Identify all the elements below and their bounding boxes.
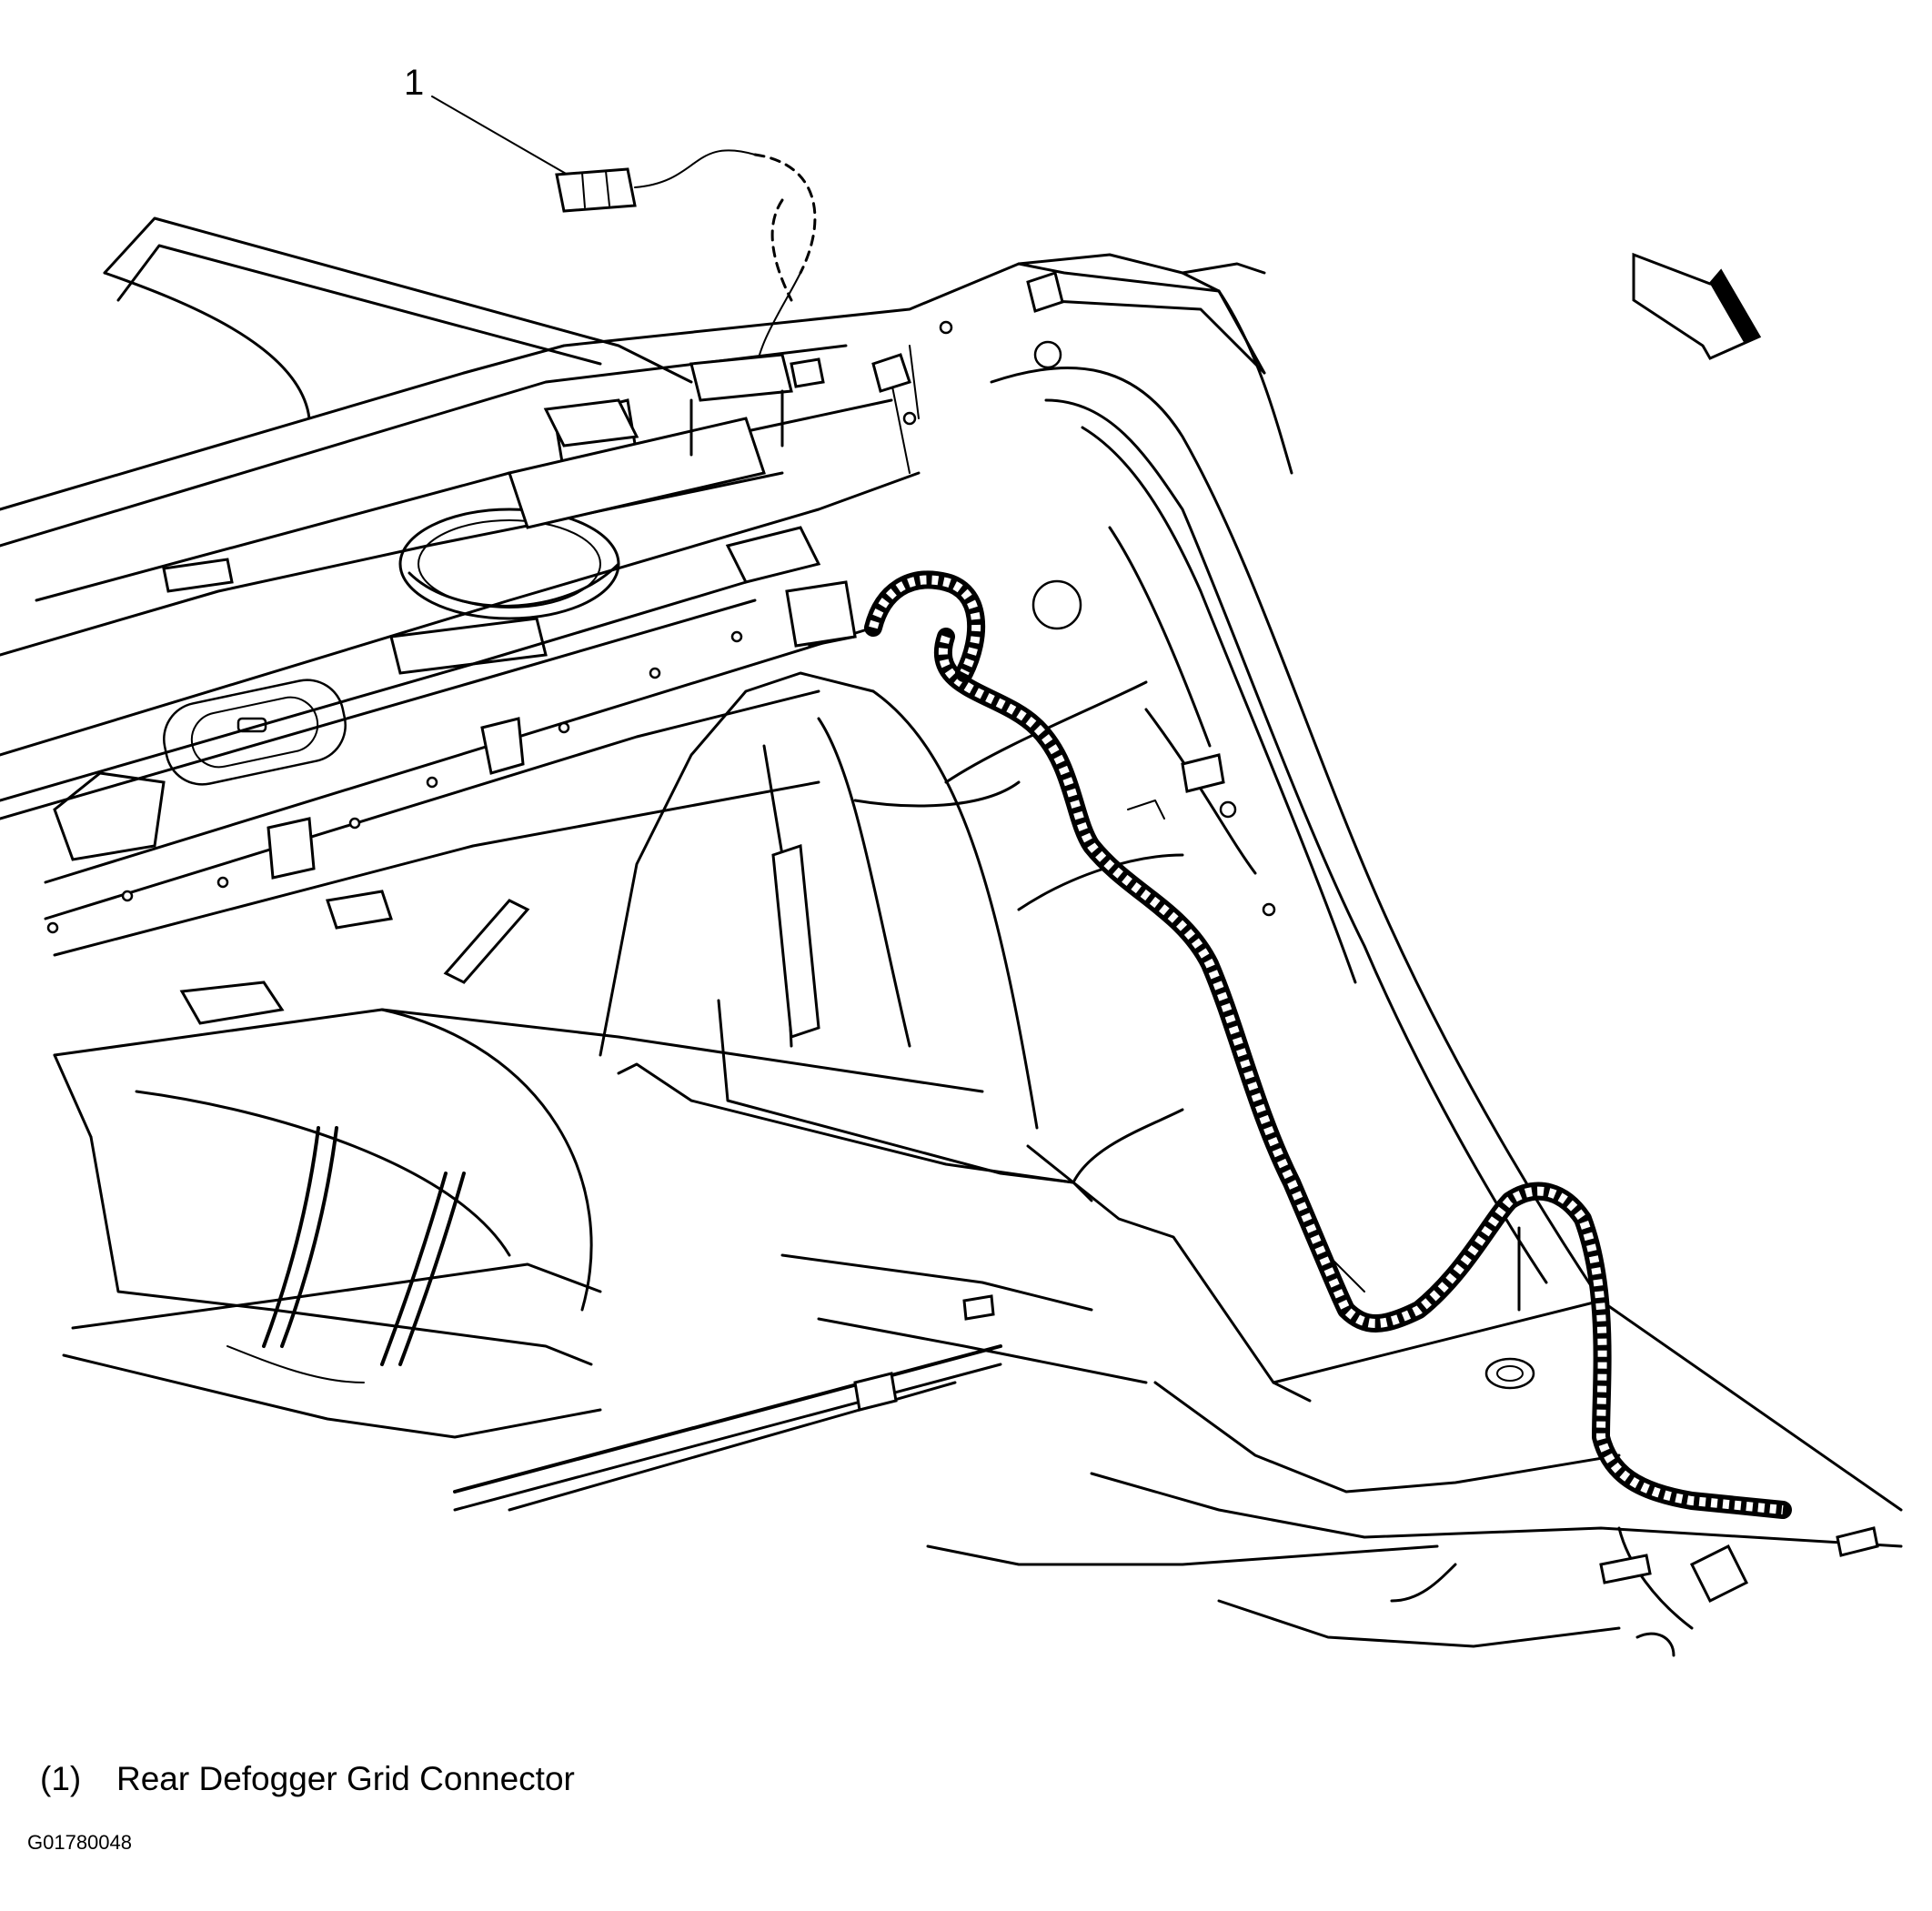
wheelhouse xyxy=(599,671,1184,1202)
harness-routing-diagram: 1 xyxy=(0,63,1903,1657)
quarter-panel xyxy=(990,262,1903,1512)
figure-legend: (1) Rear Defogger Grid Connector xyxy=(40,1760,575,1798)
callout-leader-line xyxy=(431,96,569,176)
callout-number: 1 xyxy=(404,63,424,103)
rear-package-shelf xyxy=(0,216,1266,957)
legend-number: (1) xyxy=(40,1760,82,1797)
legend-item-1: (1) Rear Defogger Grid Connector xyxy=(40,1760,575,1798)
trunk-floor xyxy=(53,890,1002,1512)
rear-floor-pan xyxy=(780,1181,1903,1657)
rear-defogger-grid-connector xyxy=(555,149,817,383)
rear-defogger-wiring-harness xyxy=(785,570,1792,1519)
callout-1[interactable]: 1 xyxy=(404,63,569,176)
front-direction-arrow-icon xyxy=(1632,252,1762,360)
legend-label: Rear Defogger Grid Connector xyxy=(116,1760,575,1797)
figure-id: G01780048 xyxy=(27,1831,132,1854)
